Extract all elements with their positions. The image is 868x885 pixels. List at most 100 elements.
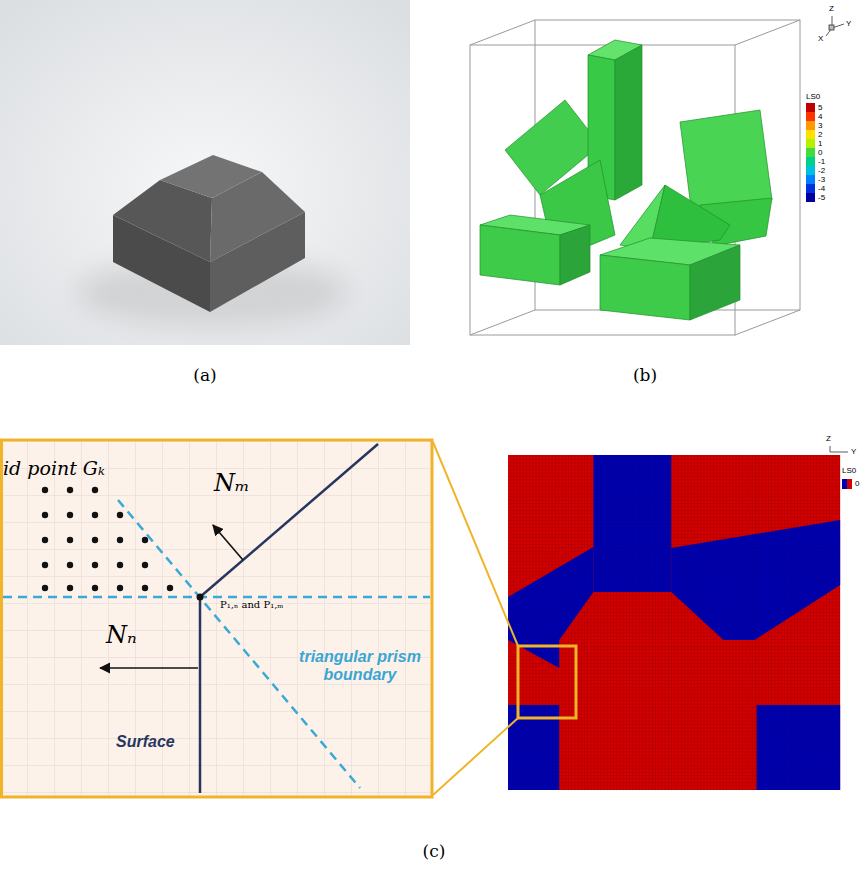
grid-dot <box>92 537 98 543</box>
legend-value: -5 <box>818 193 825 202</box>
grid-dot <box>142 585 148 591</box>
grid-points <box>42 487 173 591</box>
rendered-building <box>0 0 410 345</box>
legend-entry: -5 <box>806 193 825 202</box>
inset-frame <box>2 440 433 797</box>
legend-entry: 2 <box>806 130 822 139</box>
axis-line <box>830 446 848 452</box>
colorbar-title: LS0 <box>842 466 856 475</box>
corner-point <box>197 594 204 601</box>
green-surface <box>600 255 690 320</box>
green-surface <box>480 225 560 285</box>
grid-dot <box>117 562 123 568</box>
surface-lines <box>200 444 378 793</box>
grid-dot <box>67 537 73 543</box>
legend-entry: 5 <box>806 103 822 112</box>
zoom-indicator <box>433 442 576 795</box>
grid-dot <box>67 562 73 568</box>
legend-entry: -1 <box>806 157 825 166</box>
grid-dot <box>67 487 73 493</box>
grid-dot <box>92 487 98 493</box>
bounding-box <box>470 20 800 335</box>
color-swatch <box>806 103 815 112</box>
color-swatch <box>806 157 815 166</box>
color-swatch <box>806 130 815 139</box>
legend-entry: 0 <box>806 148 822 157</box>
legend-value: -2 <box>818 166 825 175</box>
grid-dot <box>142 537 148 543</box>
axis-triad <box>826 16 844 36</box>
legend-value: 3 <box>818 121 822 130</box>
dashed-line <box>3 596 430 599</box>
grid-dot <box>42 562 48 568</box>
axis-label: Y <box>851 447 856 456</box>
surface-line <box>200 444 378 597</box>
legend-value: 2 <box>818 130 822 139</box>
legend-entry: -2 <box>806 166 825 175</box>
green-surface <box>690 245 740 320</box>
green-surface <box>615 45 642 200</box>
axis-label: Y <box>846 19 851 28</box>
legend-entry: -3 <box>806 175 825 184</box>
boundary-label: triangular prism boundary <box>296 648 424 685</box>
legend-value: -1 <box>818 157 825 166</box>
legend-value: 4 <box>818 112 822 121</box>
grid-dot <box>167 585 173 591</box>
color-swatch <box>806 184 815 193</box>
zoom-inset <box>2 440 433 797</box>
axis-triad <box>830 446 848 452</box>
color-swatch <box>806 148 815 157</box>
legend-value: 0 <box>818 148 822 157</box>
split-swatch <box>842 479 852 489</box>
legend-value: -3 <box>818 175 825 184</box>
panel-label: (a) <box>193 366 216 386</box>
leader-line <box>433 442 518 795</box>
color-swatch <box>806 139 815 148</box>
grid-dot <box>92 585 98 591</box>
color-swatch <box>806 121 815 130</box>
grid-dot <box>117 537 123 543</box>
inset-background <box>2 441 431 796</box>
zoom-box <box>518 646 576 718</box>
vector-label: Nₘ <box>214 470 250 498</box>
grid-dot <box>142 562 148 568</box>
color-swatch <box>806 193 815 202</box>
normal-arrow <box>213 525 243 560</box>
legend-value: 0 <box>855 479 859 488</box>
axis-line <box>826 16 844 36</box>
grid-dot <box>117 512 123 518</box>
grid-dot <box>67 585 73 591</box>
grid-dot <box>42 512 48 518</box>
level-set-model <box>470 20 800 335</box>
legend-entry: -4 <box>806 184 825 193</box>
legend-value: 5 <box>818 103 822 112</box>
axis-label: Z <box>829 4 834 13</box>
axis-cube <box>829 25 834 30</box>
panel-label: (b) <box>633 366 657 386</box>
legend-entry: 3 <box>806 121 822 130</box>
legend-entry: 0 <box>842 479 859 488</box>
axis-label: X <box>818 34 823 43</box>
grid-dot <box>92 512 98 518</box>
grid-dot <box>42 585 48 591</box>
legend-entry: 4 <box>806 112 822 121</box>
green-surface <box>560 225 590 285</box>
normal-arrow <box>100 667 198 669</box>
surface-label: Surface <box>116 733 175 751</box>
legend-value: 1 <box>818 139 822 148</box>
grid-dot <box>117 585 123 591</box>
grid-dot <box>42 537 48 543</box>
point-label: P₁,ₙ and P₁,ₘ <box>220 599 283 611</box>
roof-top <box>160 155 262 198</box>
legend-value: -4 <box>818 184 825 193</box>
color-swatch <box>806 112 815 121</box>
surface-line <box>199 597 202 793</box>
grid-dot <box>42 487 48 493</box>
axis-label: Z <box>826 434 831 443</box>
annotation: id point Gₖ <box>3 458 105 480</box>
colorbar-title: LS0 <box>806 92 820 101</box>
slice-positive <box>508 455 840 790</box>
prism-boundary <box>3 500 430 788</box>
render-background <box>0 0 410 345</box>
